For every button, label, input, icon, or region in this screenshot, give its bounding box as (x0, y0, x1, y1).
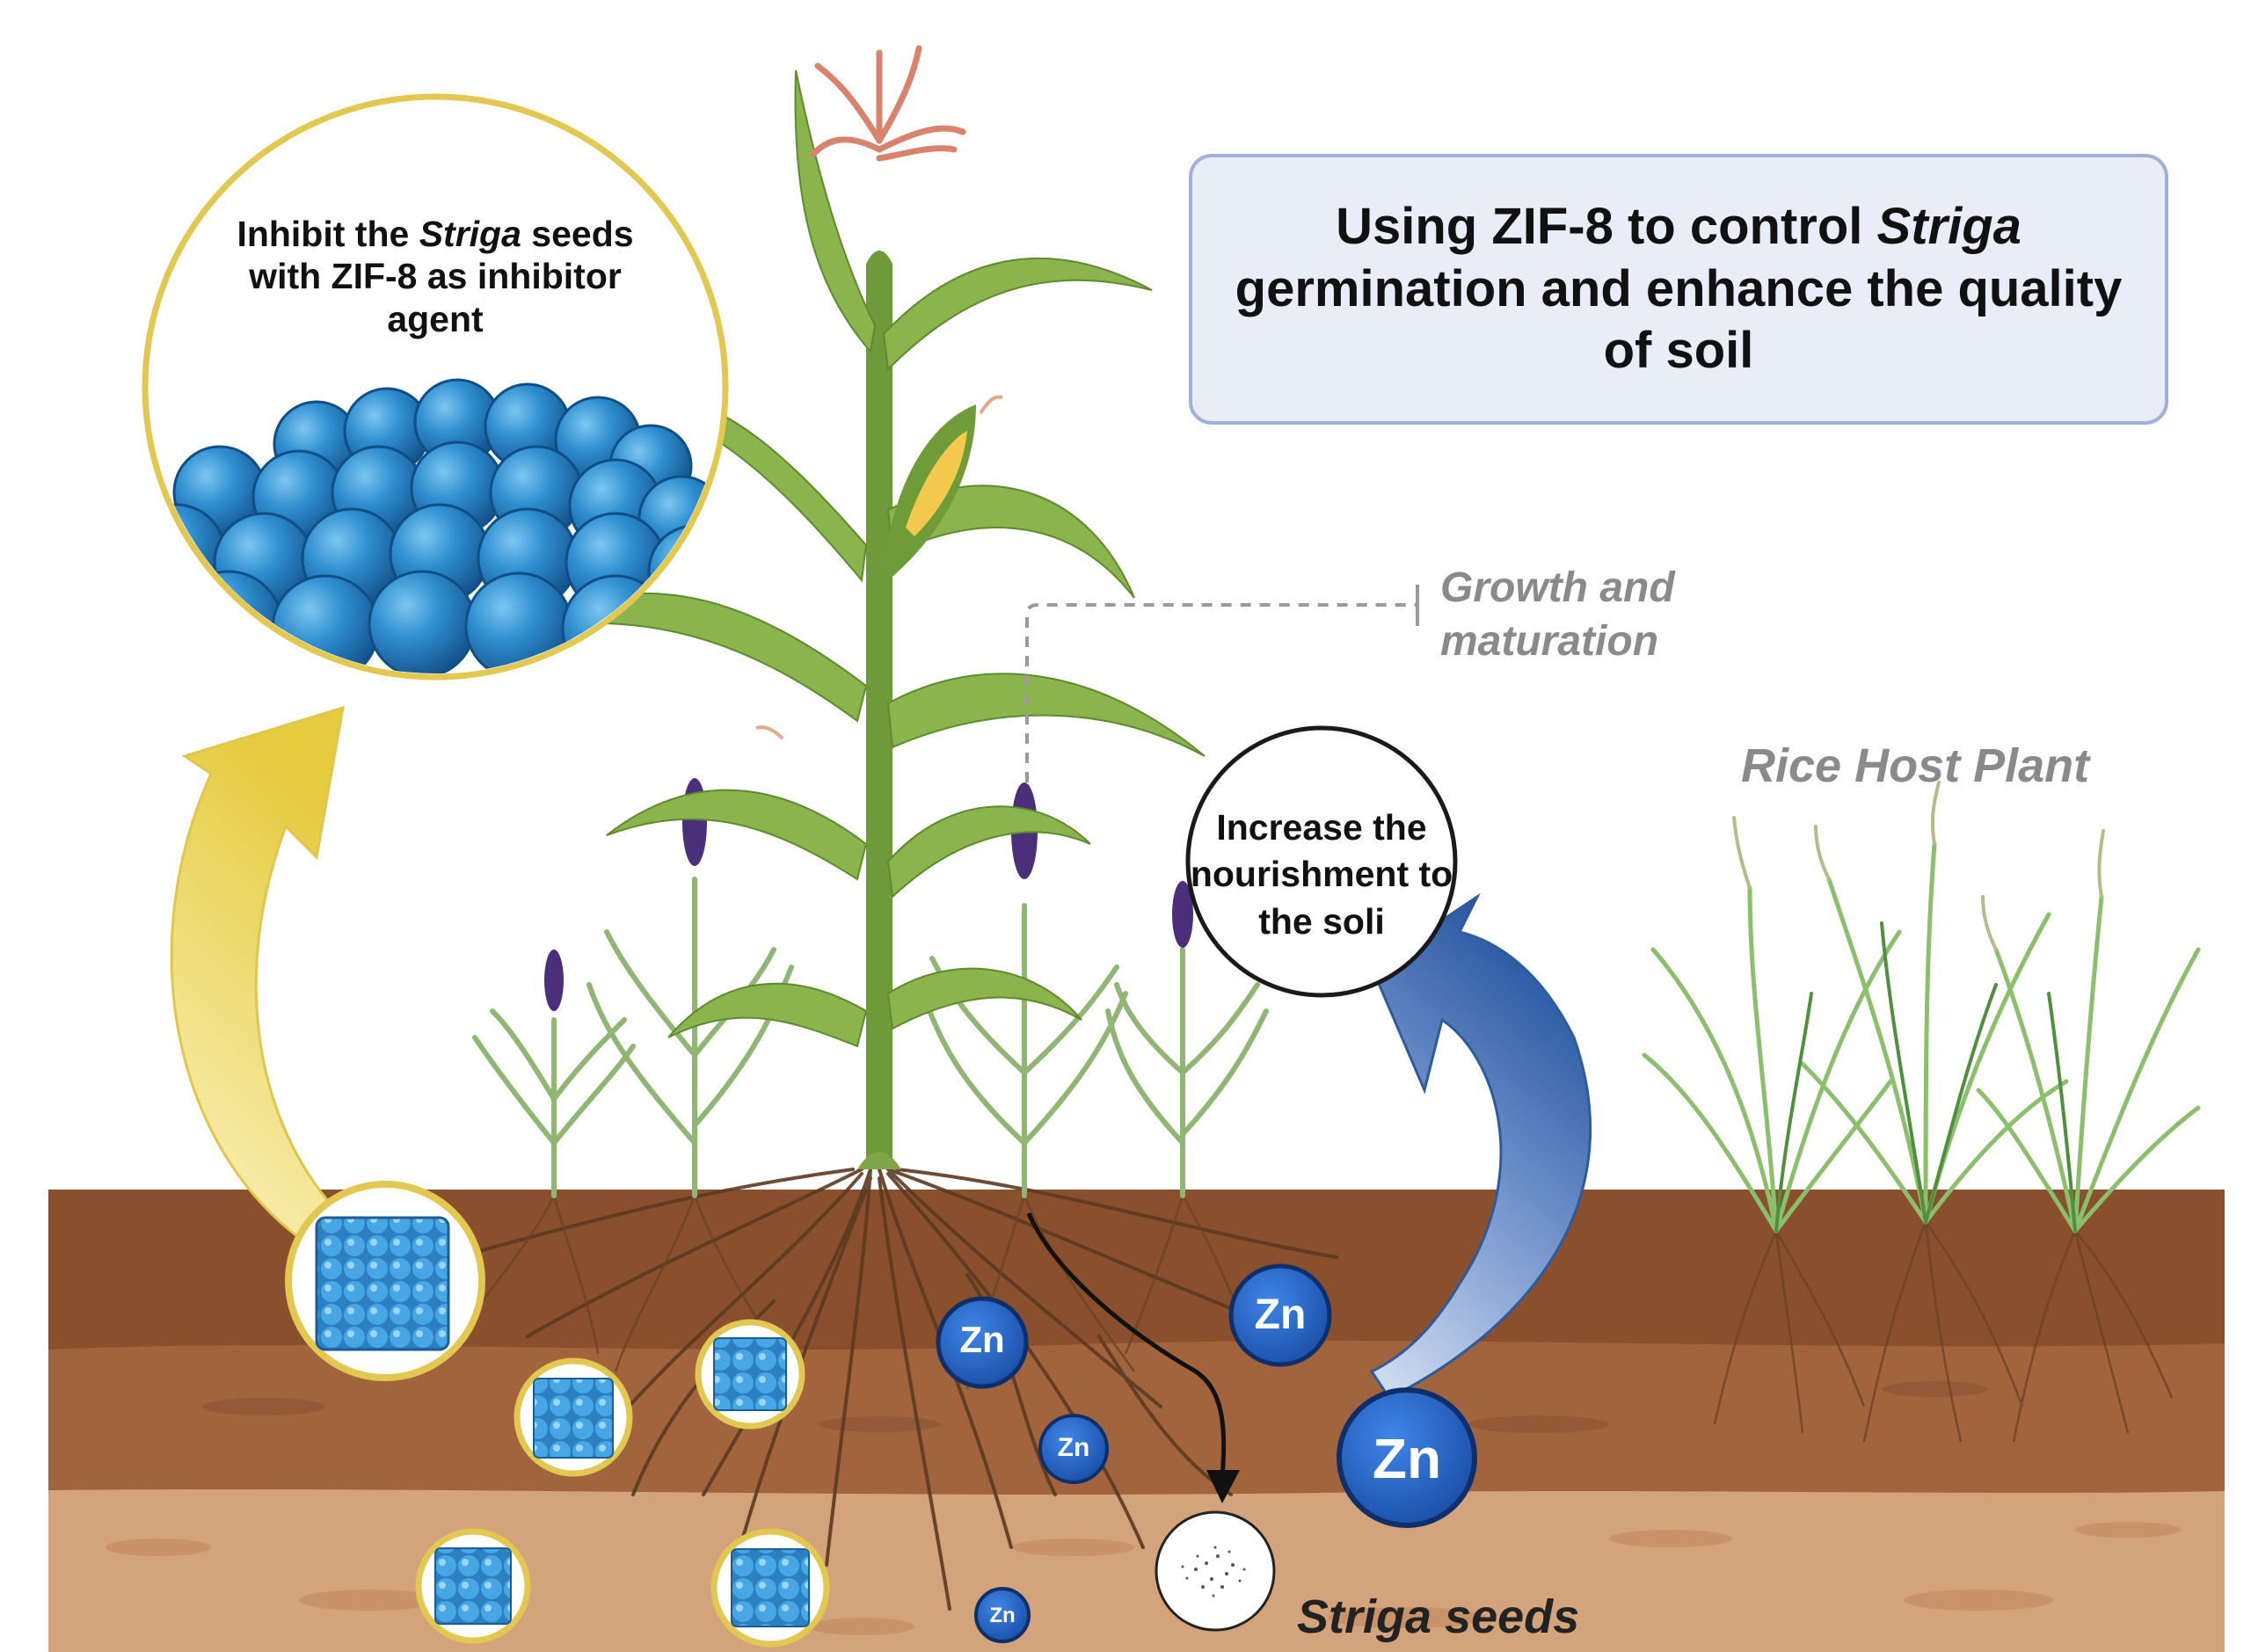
zn-5-label: Zn (976, 1604, 1029, 1628)
zn-4-label: Zn (1337, 1426, 1477, 1491)
zn-2-label: Zn (1227, 1291, 1333, 1339)
title-line1-italic: Striga (1877, 198, 2022, 255)
inhibit-line3: agent (387, 299, 483, 339)
growth-label: Growth and maturation (1440, 561, 1774, 669)
inhibit-line2: with ZIF-8 as inhibitor (249, 256, 622, 296)
yellow-arrow (171, 708, 343, 1244)
growth-line1: Growth and (1440, 564, 1675, 611)
striga-seeds-label: Striga seeds (1297, 1590, 1631, 1646)
inhibit-line1-italic: Striga (419, 214, 521, 254)
nourish-line2: nourishment to (1191, 854, 1453, 894)
zn-3-label: Zn (1038, 1433, 1109, 1463)
nourish-bubble-text: Increase the nourishment to the soli (1181, 804, 1462, 945)
inhibit-bubble-text: Inhibit the Striga seeds with ZIF-8 as i… (189, 213, 681, 340)
title-line3: of soil (1604, 322, 1754, 379)
rice-plant-icon (1644, 782, 2198, 1231)
rice-host-label: Rice Host Plant (1741, 739, 2145, 795)
inhibit-line1-suffix: seeds (521, 214, 634, 254)
title-line1-prefix: Using ZIF-8 to control (1336, 198, 1876, 255)
title-line2: germination and enhance the quality (1235, 260, 2123, 317)
zn-1-label: Zn (938, 1319, 1026, 1361)
striga-seed-icon (1156, 1512, 1274, 1630)
title-text: Using ZIF-8 to control Striga germinatio… (1235, 196, 2123, 382)
nourish-line3: the soli (1258, 901, 1385, 942)
nourish-line1: Increase the (1216, 807, 1426, 848)
inhibit-line1-prefix: Inhibit the (237, 214, 419, 254)
title-box: Using ZIF-8 to control Striga germinatio… (1189, 154, 2168, 425)
growth-line2: maturation (1440, 618, 1658, 665)
